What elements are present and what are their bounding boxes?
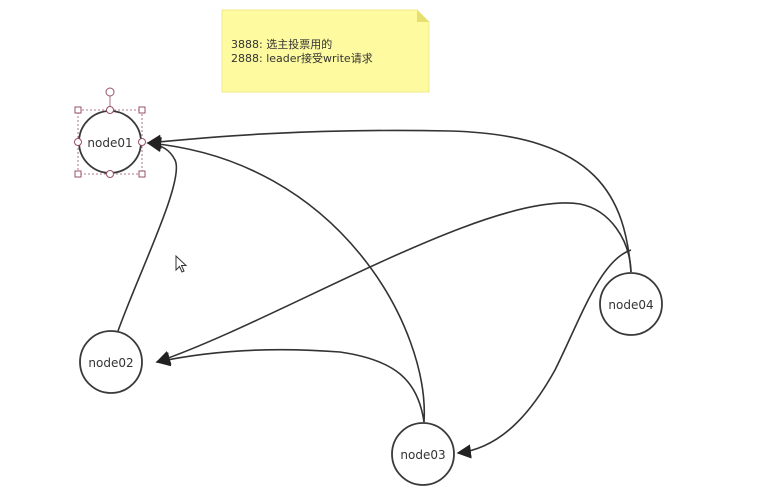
edge-node04-to-node03[interactable]: [456, 249, 632, 459]
resize-handle-nw[interactable]: [74, 106, 82, 114]
node-label: node03: [400, 448, 445, 462]
edge-node02-to-node01[interactable]: [117, 137, 178, 332]
rotate-handle[interactable]: [105, 87, 115, 97]
resize-handle-ne[interactable]: [138, 106, 146, 114]
node-label: node04: [608, 298, 653, 312]
edge-node04-to-node02[interactable]: [155, 202, 632, 365]
node-circle: [79, 330, 143, 394]
node-label: node01: [87, 136, 132, 150]
note-line-2: 2888: leader接受write请求: [231, 52, 373, 65]
node-node01[interactable]: node01: [78, 110, 142, 174]
edges-layer: [117, 129, 632, 459]
node-node04[interactable]: node04: [599, 272, 663, 336]
sticky-note-body: [221, 9, 430, 93]
sticky-note-fold: [417, 10, 429, 22]
edge-node03-to-node01[interactable]: [146, 136, 426, 423]
node-node03[interactable]: node03: [391, 422, 455, 486]
sticky-note[interactable]: 3888: 选主投票用的 2888: leader接受write请求: [221, 9, 430, 93]
mouse-cursor-icon: [175, 254, 188, 273]
node-circle: [599, 272, 663, 336]
resize-handle-w[interactable]: [74, 138, 82, 146]
resize-handle-se[interactable]: [138, 170, 146, 178]
selection-handles[interactable]: [74, 87, 146, 178]
resize-handle-e[interactable]: [138, 138, 146, 146]
resize-handle-s[interactable]: [106, 170, 114, 178]
node-circle: [391, 422, 455, 486]
node-label: node02: [88, 356, 133, 370]
resize-handle-sw[interactable]: [74, 170, 82, 178]
resize-handle-n[interactable]: [106, 106, 114, 114]
note-line-1: 3888: 选主投票用的: [231, 37, 332, 51]
node-node02[interactable]: node02: [79, 330, 143, 394]
edge-node03-to-node02[interactable]: [155, 348, 425, 423]
edge-node04-to-node01[interactable]: [146, 129, 632, 273]
